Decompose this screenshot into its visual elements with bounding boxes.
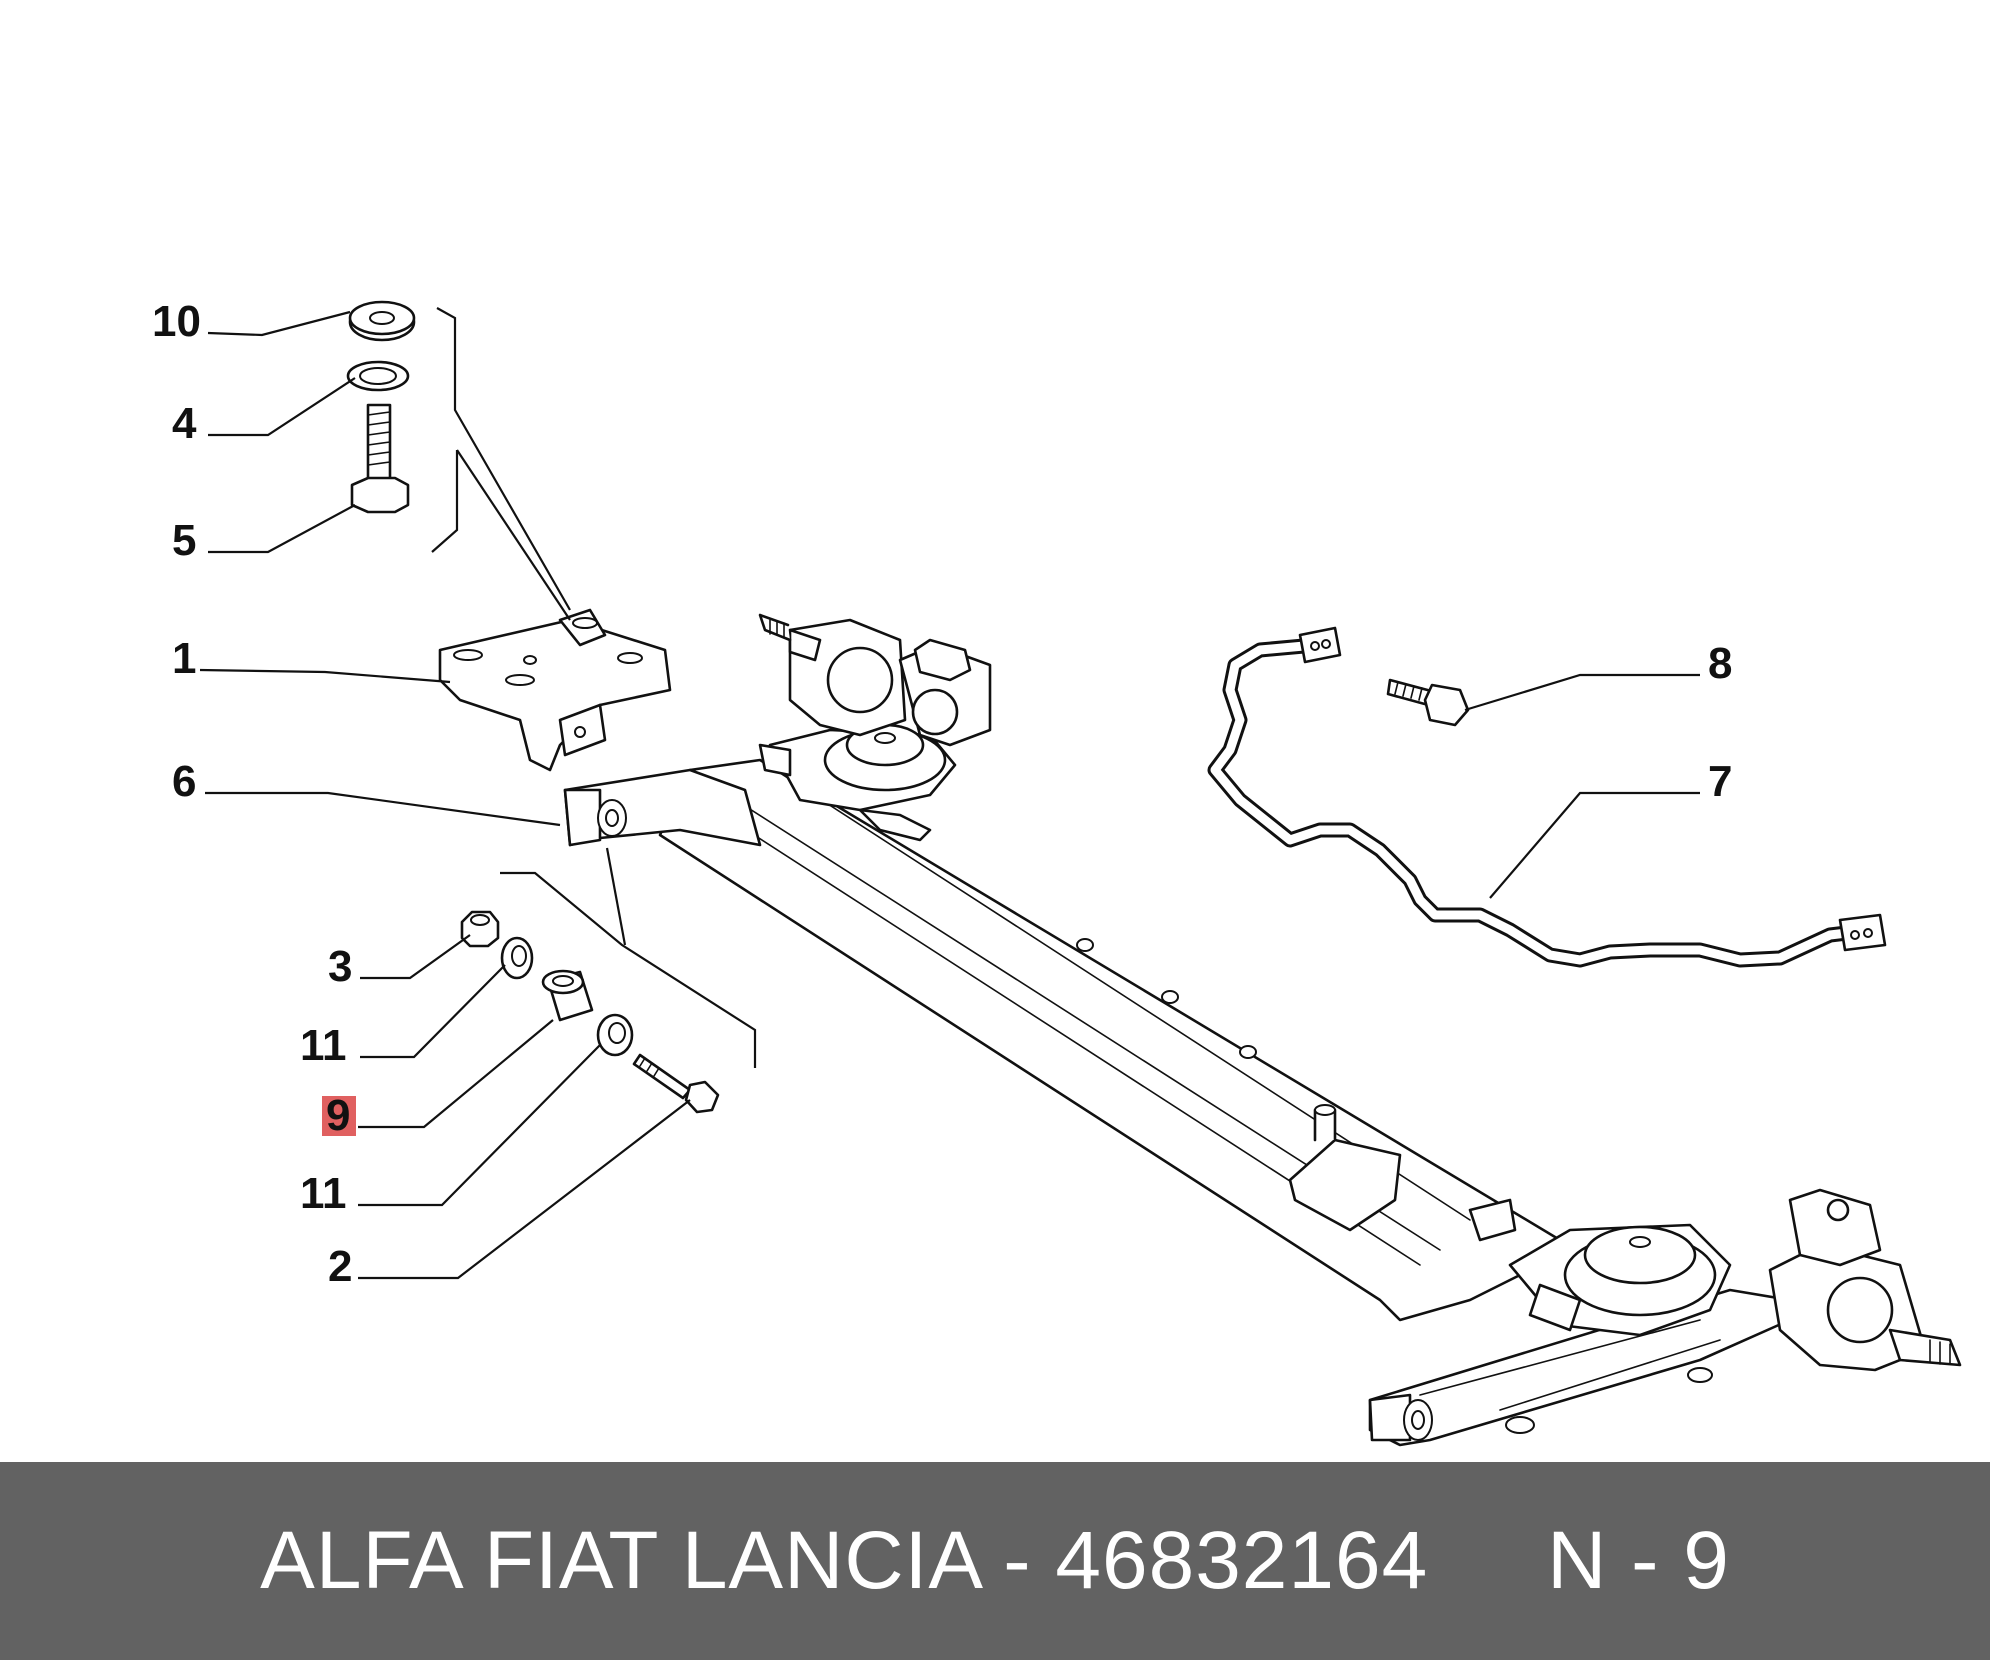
callout-5: 5 [172,516,196,565]
bracket-1 [438,608,672,772]
callout-2: 2 [328,1242,352,1291]
part-9-highlight [322,1096,356,1136]
footer-position: N - 9 [1547,1515,1730,1606]
callout-7: 7 [1708,757,1732,806]
assembly-guide-lines [431,307,757,1068]
stabilizer-bar [1207,626,1887,968]
footer-caption: ALFA FIAT LANCIA - 46832164 N - 9 [260,1514,1730,1608]
callout-1: 1 [172,634,196,683]
footer-gap [1428,1515,1547,1606]
callout-11-lower: 11 [300,1169,347,1218]
leader-lines [199,310,1700,1280]
callout-3: 3 [328,942,352,991]
footer-bar: ALFA FIAT LANCIA - 46832164 N - 9 [0,1462,1990,1660]
washer-11-upper [500,936,534,980]
washer-4 [346,360,410,392]
nut-3 [460,910,500,948]
callout-9: 9 [326,1091,350,1140]
callout-8: 8 [1708,639,1732,688]
bolt-8 [1386,678,1470,727]
callout-11-upper: 11 [300,1021,347,1070]
bolt-5 [350,403,410,514]
rear-axle-beam [563,613,1962,1447]
footer-part-number: 46832164 [1055,1515,1429,1606]
bushing-9 [541,969,594,1022]
footer-brand: ALFA FIAT LANCIA [260,1515,980,1606]
bolt-2 [632,1053,720,1114]
callout-labels: 10 4 5 1 6 3 11 9 11 2 8 7 [152,297,1732,1291]
callout-4: 4 [172,399,197,448]
callout-6: 6 [172,757,196,806]
callout-10: 10 [152,297,201,346]
washer-10 [348,300,416,342]
exploded-parts-diagram: 10 4 5 1 6 3 11 9 11 2 8 7 [152,297,1962,1447]
washer-11-lower [596,1013,634,1057]
footer-separator: - [979,1515,1056,1606]
